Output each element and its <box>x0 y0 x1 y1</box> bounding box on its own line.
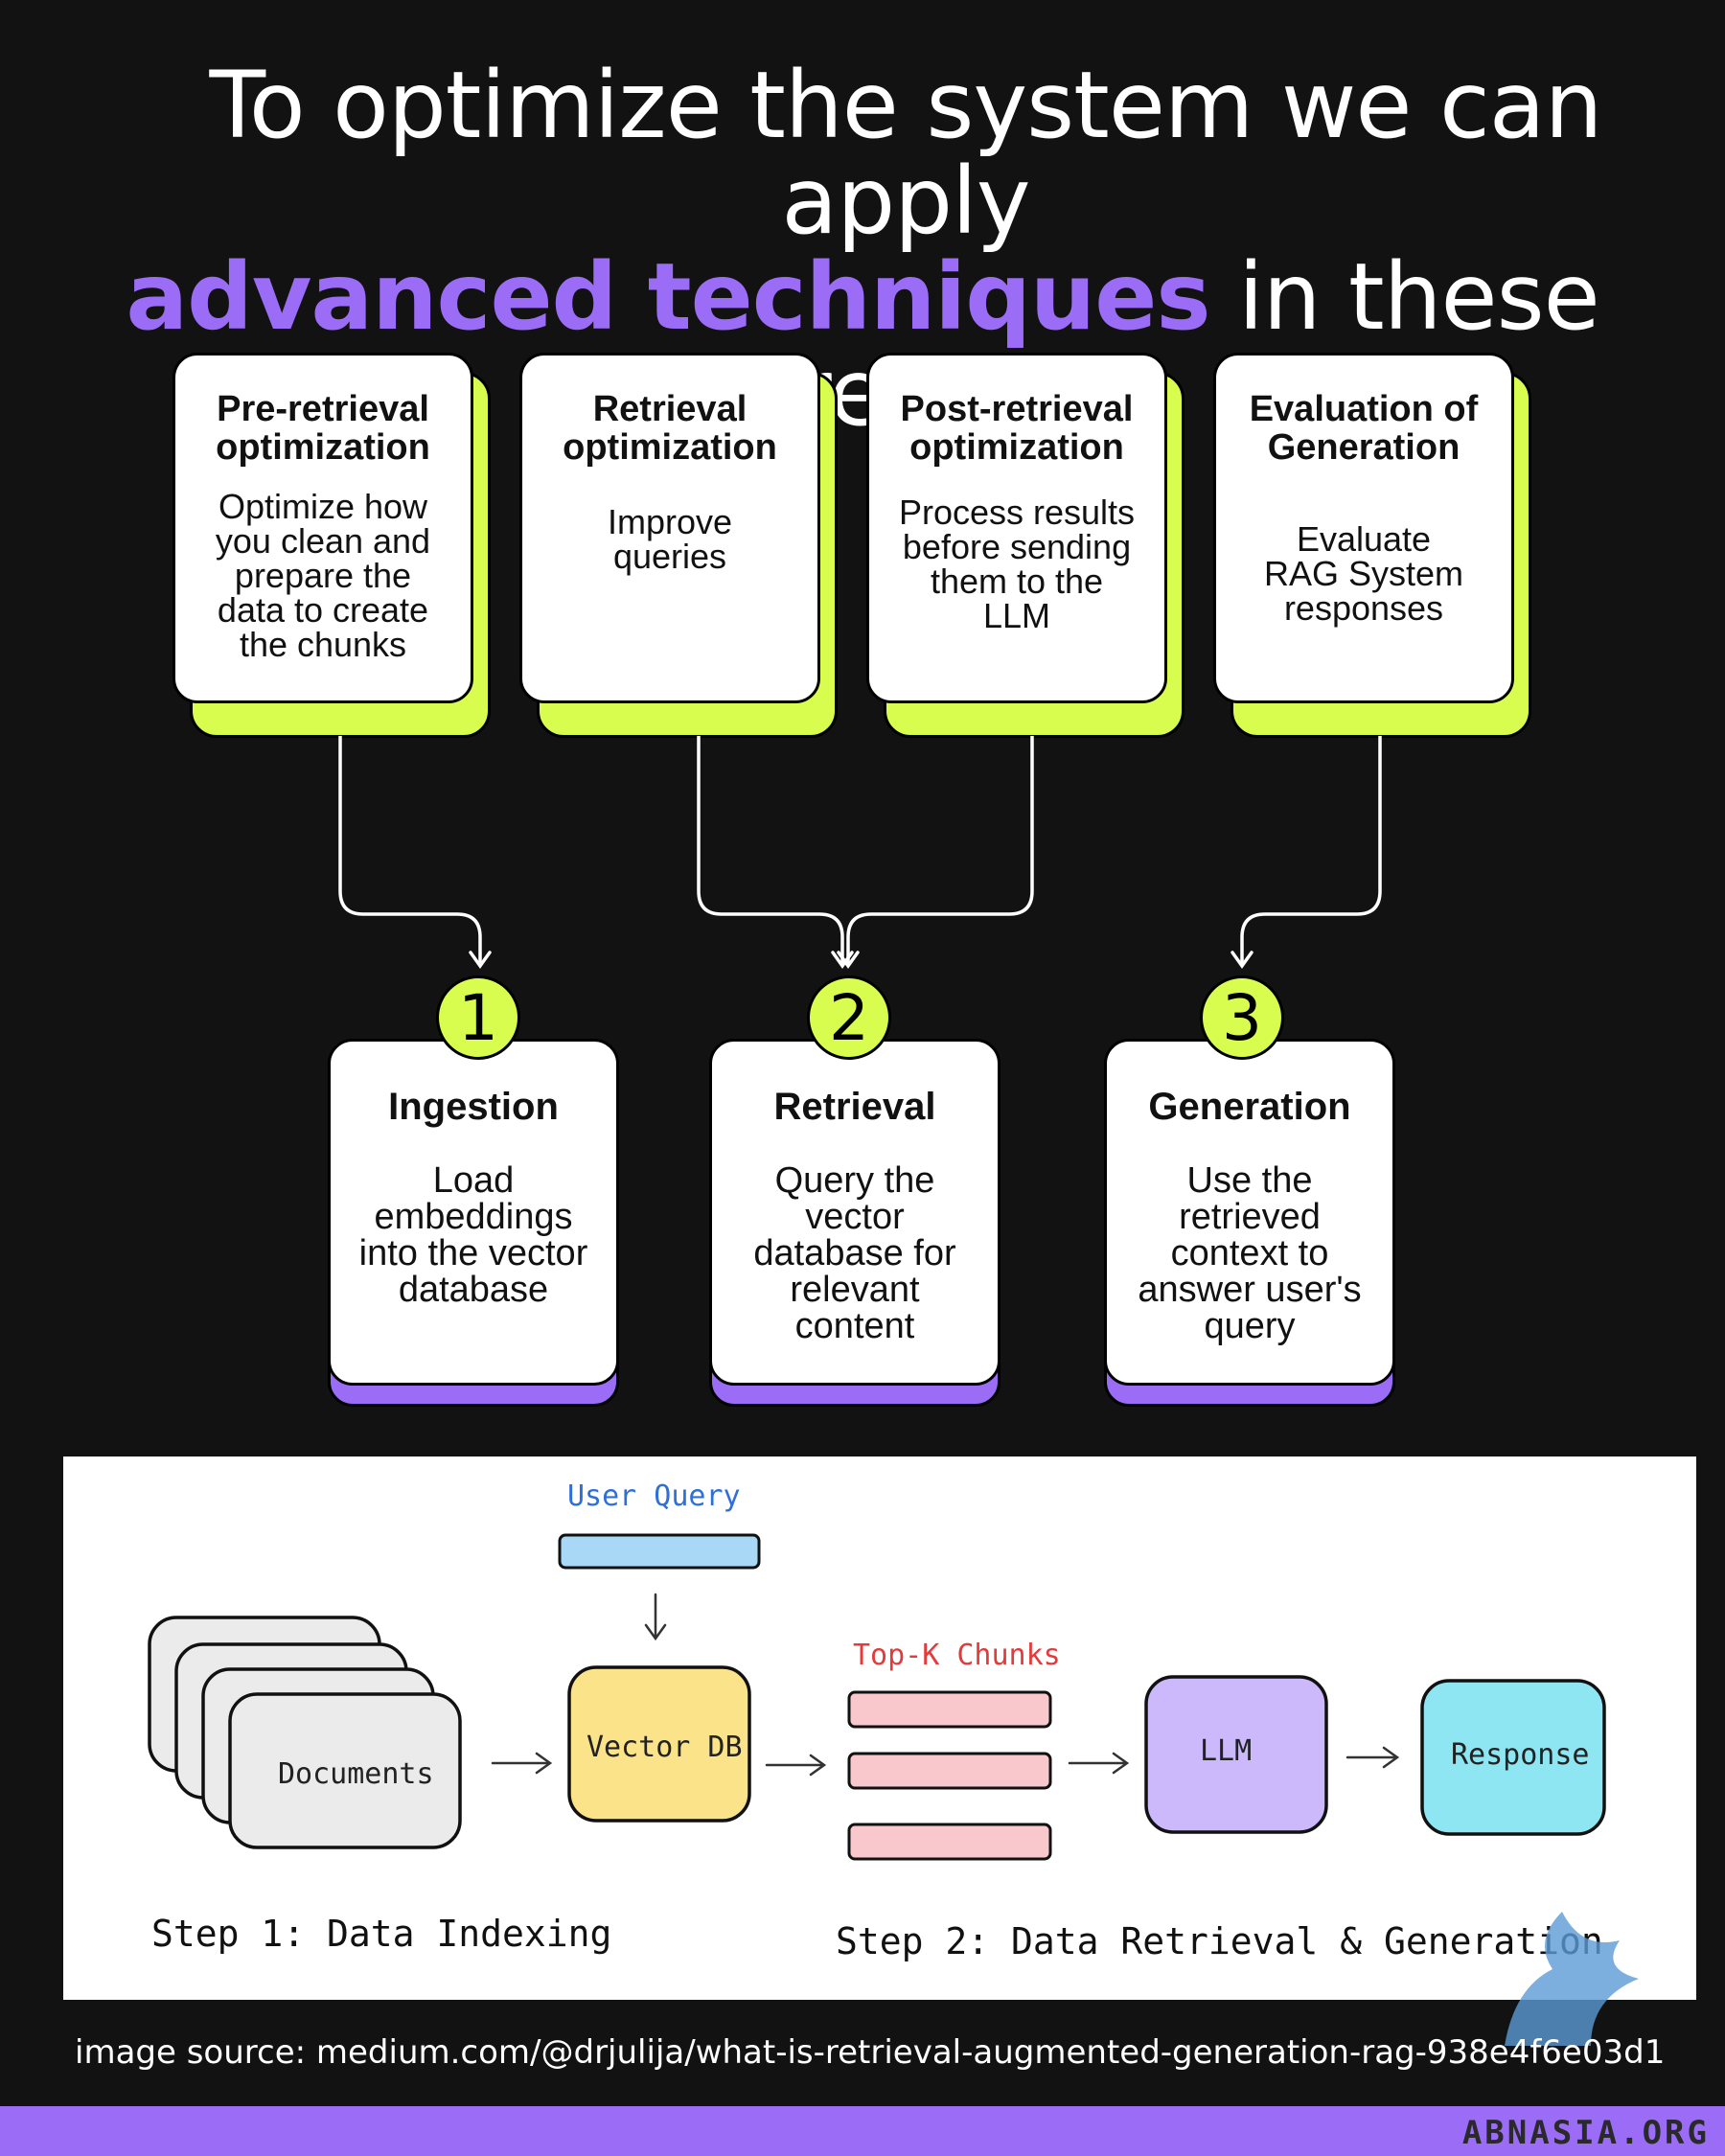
watermark-logo-icon <box>1505 1912 1639 2046</box>
step-desc: Load embeddings into the vector database <box>358 1160 588 1310</box>
documents-box <box>228 1692 462 1849</box>
connector-lines <box>338 736 1382 970</box>
bottom-accent-bar <box>0 2106 1725 2156</box>
llm-box <box>1144 1675 1328 1834</box>
arrow-llm-to-response <box>1346 1746 1400 1769</box>
chunk-2 <box>847 1752 1052 1790</box>
response-label: Response <box>1451 1738 1590 1772</box>
card-title: Evaluation of Generation <box>1249 389 1479 468</box>
connector-eval-to-generation <box>1240 736 1382 963</box>
arrowhead-1 <box>469 951 492 970</box>
user-query-bar <box>558 1533 761 1570</box>
card-post-retrieval: Post-retrieval optimization Process resu… <box>866 353 1167 703</box>
card-title: Retrieval optimization <box>563 389 777 468</box>
step-card-retrieval: Retrieval Query the vector database for … <box>709 1039 1000 1386</box>
card-desc: Optimize how you clean and prepare the d… <box>215 487 431 664</box>
step-badge-3: 3 <box>1200 975 1284 1060</box>
title-accent: advanced techniques <box>126 243 1210 351</box>
step-title: Generation <box>1148 1086 1351 1128</box>
step-desc: Query the vector database for relevant c… <box>753 1160 956 1346</box>
card-desc: Process results before sending them to t… <box>898 493 1136 635</box>
vector-db-box <box>567 1665 751 1823</box>
connector-post-to-step2 <box>846 736 1034 963</box>
title-line-1: To optimize the system we can apply <box>209 52 1603 255</box>
step-badge-2: 2 <box>807 975 891 1060</box>
card-pre-retrieval: Pre-retrieval optimization Optimize how … <box>172 353 473 703</box>
card-retrieval: Retrieval optimization Improve queries <box>519 353 820 703</box>
rag-diagram-panel: User Query Documents Vector DB Top-K Chu… <box>63 1456 1696 2000</box>
watermark-text: ABNASIA.ORG <box>1461 2114 1710 2152</box>
arrowhead-2b <box>837 951 860 970</box>
rag-diagram-shapes <box>148 1533 1606 1861</box>
user-query-label: User Query <box>567 1479 741 1513</box>
step-title: Ingestion <box>388 1086 559 1128</box>
arrow-chunks-to-llm <box>1068 1752 1130 1775</box>
card-evaluation: Evaluation of Generation Evaluate RAG Sy… <box>1213 353 1514 703</box>
top-k-label: Top-K Chunks <box>853 1639 1061 1672</box>
response-box <box>1420 1679 1606 1836</box>
documents-label: Documents <box>278 1757 434 1791</box>
connector-pre-to-ingestion <box>338 736 482 963</box>
arrow-docs-to-db <box>491 1752 553 1775</box>
step-card-ingestion: Ingestion Load embeddings into the vecto… <box>328 1039 619 1386</box>
connector-retrieval-to-step2 <box>697 736 844 963</box>
chunk-1 <box>847 1690 1052 1729</box>
step2-label: Step 2: Data Retrieval & Generation <box>836 1920 1603 1962</box>
vector-db-label: Vector DB <box>586 1731 743 1764</box>
card-desc: Evaluate RAG System responses <box>1263 519 1464 628</box>
step-desc: Use the retrieved context to answer user… <box>1138 1160 1362 1346</box>
arrowhead-3 <box>1230 951 1254 970</box>
step1-label: Step 1: Data Indexing <box>151 1913 612 1955</box>
chunk-3 <box>847 1823 1052 1861</box>
card-title: Pre-retrieval optimization <box>216 389 430 468</box>
image-source-caption: image source: medium.com/@drjulija/what-… <box>75 2033 1666 2072</box>
arrowhead-2a <box>831 951 854 970</box>
llm-label: LLM <box>1200 1734 1253 1768</box>
arrow-db-to-chunks <box>765 1754 827 1777</box>
card-desc: Improve queries <box>607 502 733 576</box>
step-title: Retrieval <box>773 1086 936 1128</box>
step-badge-1: 1 <box>436 975 520 1060</box>
arrow-query-to-db <box>644 1593 667 1641</box>
step-card-generation: Generation Use the retrieved context to … <box>1104 1039 1395 1386</box>
card-title: Post-retrieval optimization <box>900 389 1134 468</box>
